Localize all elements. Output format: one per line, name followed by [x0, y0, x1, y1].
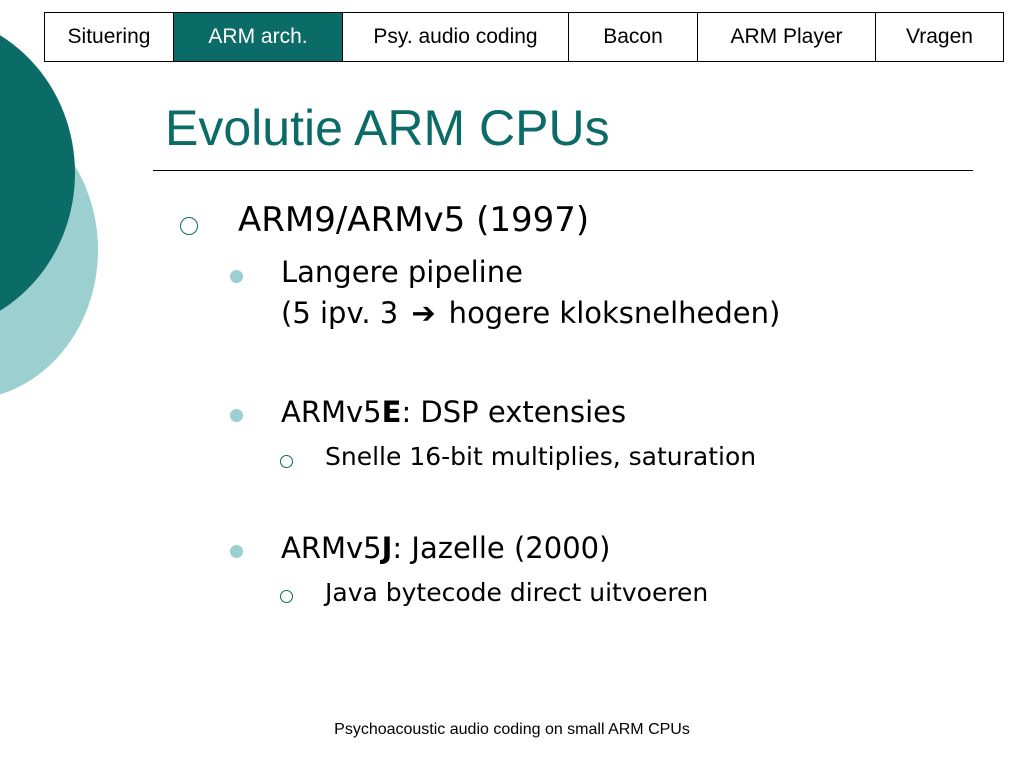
tab-arm-player[interactable]: ARM Player [698, 13, 876, 61]
bullet-pipeline-line1: Langere pipeline [281, 255, 523, 289]
bullet-armv5e-emph: E [381, 395, 402, 429]
tab-psy-audio-coding[interactable]: Psy. audio coding [343, 13, 569, 61]
tab-situering[interactable]: Situering [45, 13, 174, 61]
bullet-pipeline-line2: (5 ipv. 3 ➔ hogere kloksnelheden) [281, 293, 780, 334]
tab-bacon[interactable]: Bacon [569, 13, 698, 61]
dot-bullet-icon [230, 270, 243, 283]
bullet-pipeline: Langere pipeline (5 ipv. 3 ➔ hogere klok… [281, 252, 780, 334]
bullet-armv5e-prefix: ARMv5 [281, 395, 382, 429]
dot-bullet-icon [230, 409, 243, 422]
bullet-armv5e: ARMv5E: DSP extensies [281, 392, 626, 433]
bullet-pipeline-before: (5 ipv. 3 [281, 296, 408, 330]
title-divider [153, 170, 973, 171]
bullet-armv5j: ARMv5J: Jazelle (2000) [281, 528, 610, 569]
slide-footer: Psychoacoustic audio coding on small ARM… [334, 721, 690, 738]
dot-bullet-icon [230, 545, 243, 558]
bullet-arm9: ARM9/ARMv5 (1997) [238, 200, 590, 240]
bullet-armv5j-prefix: ARMv5 [281, 531, 382, 565]
tab-arm-arch[interactable]: ARM arch. [174, 13, 343, 61]
tab-vragen[interactable]: Vragen [906, 25, 973, 48]
bullet-armv5e-suffix: : DSP extensies [401, 395, 627, 429]
ring-bullet-icon [280, 590, 293, 603]
bullet-armv5j-emph: J [381, 531, 393, 565]
ring-bullet-icon [280, 455, 293, 468]
ring-bullet-icon [180, 217, 198, 235]
bullet-armv5j-suffix: : Jazelle (2000) [392, 531, 611, 565]
bullet-pipeline-after: hogere kloksnelheden) [439, 296, 781, 330]
right-arrow-icon: ➔ [411, 296, 436, 330]
bullet-multiplies: Snelle 16-bit multiplies, saturation [325, 442, 757, 471]
bullet-java-bytecode: Java bytecode direct uitvoeren [325, 578, 709, 607]
section-nav: Situering ARM arch. Psy. audio coding Ba… [44, 12, 1004, 62]
slide-title: Evolutie ARM CPUs [165, 100, 610, 156]
